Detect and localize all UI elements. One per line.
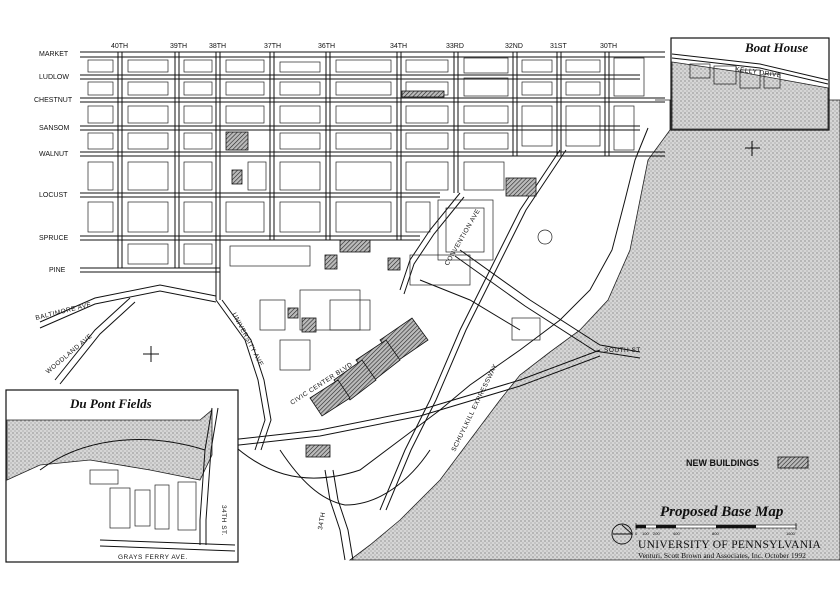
boat-house-title: Boat House <box>744 40 808 55</box>
label-sansom: SANSOM <box>39 125 70 132</box>
map-title: Proposed Base Map <box>660 504 784 520</box>
scale-bar: 0 100' 200' 400' 800' 1600' <box>635 523 797 536</box>
label-pine: PINE <box>49 267 66 274</box>
scale-tick-400: 400' <box>673 531 681 536</box>
scale-tick-200: 200' <box>653 531 661 536</box>
label-spruce: SPRUCE <box>39 235 69 242</box>
label-south-st: SOUTH ST <box>604 347 641 354</box>
grays-ferry-label: GRAYS FERRY AVE. <box>118 554 188 561</box>
label-30th: 30TH <box>600 43 617 50</box>
label-33rd: 33RD <box>446 43 464 50</box>
new-buildings <box>225 90 537 458</box>
label-37th: 37TH <box>264 43 281 50</box>
label-walnut: WALNUT <box>39 151 69 158</box>
label-31st: 31ST <box>550 43 567 50</box>
label-39th: 39TH <box>170 43 187 50</box>
label-convention-ave: CONVENTION AVE <box>444 208 482 267</box>
legend-label: NEW BUILDINGS <box>686 458 759 468</box>
legend: NEW BUILDINGS <box>686 456 809 469</box>
boat-house-inset: Boat House KELLY DRIVE <box>670 37 830 131</box>
label-32nd: 32ND <box>505 43 523 50</box>
legend-swatch <box>777 456 809 469</box>
label-36th: 36TH <box>318 43 335 50</box>
scale-tick-1600: 1600' <box>786 531 796 536</box>
34th-st-label: 34TH ST. <box>220 505 227 536</box>
label-38th: 38TH <box>209 43 226 50</box>
title-block: Proposed Base Map 0 100' 200' 400' 800' … <box>611 504 821 560</box>
label-40th: 40TH <box>111 43 128 50</box>
diagonal-avenues <box>39 149 641 561</box>
registration-marks <box>143 141 760 362</box>
label-baltimore-ave: BALTIMORE AVE <box>35 301 93 322</box>
label-woodland-ave: WOODLAND AVE <box>45 333 94 376</box>
north-south-streets <box>117 52 610 300</box>
organization-name: UNIVERSITY OF PENNSYLVANIA <box>638 539 821 551</box>
scale-tick-100: 100' <box>642 531 650 536</box>
label-chestnut: CHESTNUT <box>34 97 73 104</box>
scale-tick-0: 0 <box>635 531 638 536</box>
label-ludlow: LUDLOW <box>39 74 69 81</box>
label-34th: 34TH <box>390 43 407 50</box>
credit-line: Venturi, Scott Brown and Associates, Inc… <box>638 551 806 560</box>
existing-buildings <box>87 57 645 371</box>
east-west-streets <box>80 51 665 273</box>
label-locust: LOCUST <box>39 192 68 199</box>
du-pont-fields-inset: Du Pont Fields 34TH ST. GRAYS FERRY AVE. <box>5 389 239 563</box>
du-pont-fields-title: Du Pont Fields <box>69 396 152 411</box>
label-market: MARKET <box>39 51 69 58</box>
label-34th-south: 34TH <box>317 511 327 530</box>
schuylkill-river <box>348 99 840 561</box>
north-arrow-pointer-icon <box>613 524 634 535</box>
top-street-labels: 40TH 39TH 38TH 37TH 36TH 34TH 33RD 32ND … <box>111 43 617 50</box>
west-street-labels: MARKET LUDLOW CHESTNUT SANSOM WALNUT LOC… <box>34 51 73 274</box>
label-university-ave: UNIVERSITY AVE <box>230 312 264 368</box>
river-west-bank <box>229 127 649 479</box>
scale-tick-800: 800' <box>712 531 720 536</box>
